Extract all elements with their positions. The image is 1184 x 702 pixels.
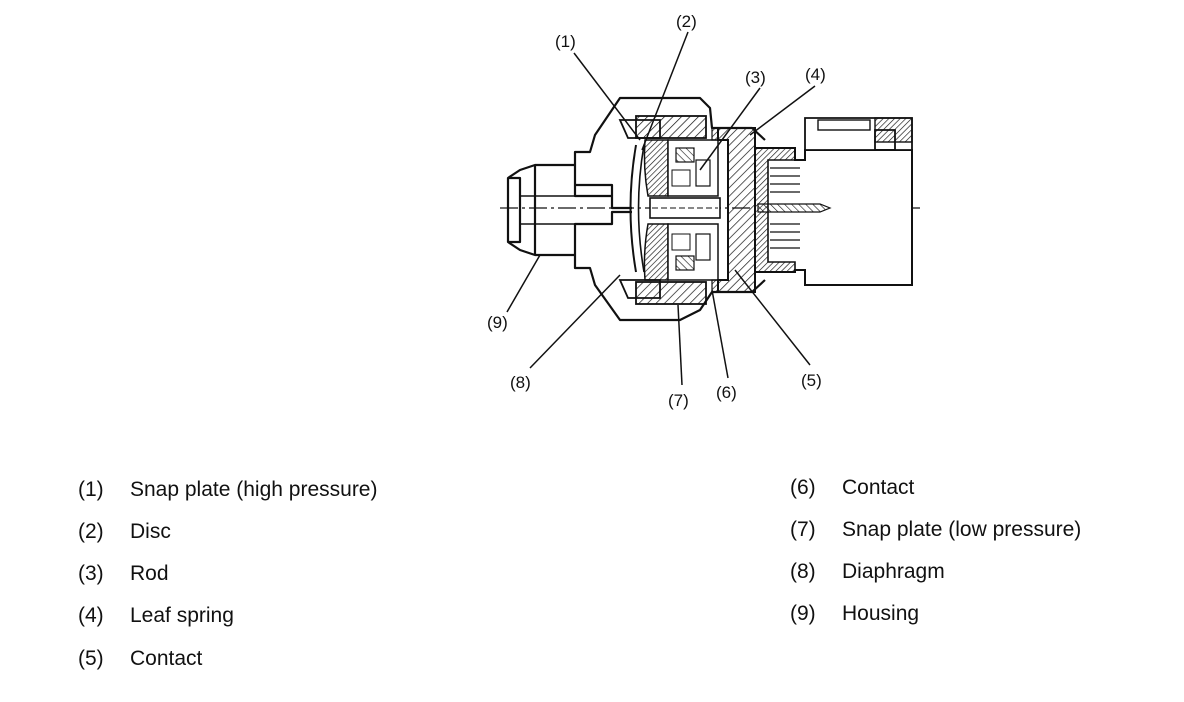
legend-label: Snap plate (high pressure) bbox=[130, 478, 378, 501]
legend-number: (8) bbox=[790, 560, 816, 583]
legend-item-3: (3) Rod bbox=[78, 562, 169, 586]
legend-number: (4) bbox=[78, 604, 104, 627]
legend-label: Contact bbox=[130, 647, 203, 670]
legend-number: (3) bbox=[78, 562, 104, 585]
legend-label: Disc bbox=[130, 520, 171, 543]
legend-item-7: (7) Snap plate (low pressure) bbox=[790, 518, 1081, 542]
legend-number: (1) bbox=[78, 478, 104, 501]
legend-number: (9) bbox=[790, 602, 816, 625]
legend-item-1: (1) Snap plate (high pressure) bbox=[78, 478, 377, 502]
callout-4: (4) bbox=[805, 65, 826, 84]
legend-item-8: (8) Diaphragm bbox=[790, 560, 945, 584]
rod bbox=[649, 197, 721, 219]
callout-2: (2) bbox=[676, 12, 697, 31]
callout-7: (7) bbox=[668, 391, 689, 410]
legend-number: (6) bbox=[790, 476, 816, 499]
legend-number: (5) bbox=[78, 647, 104, 670]
legend-item-4: (4) Leaf spring bbox=[78, 604, 234, 628]
leader-lines bbox=[506, 31, 816, 386]
legend-label: Snap plate (low pressure) bbox=[842, 518, 1082, 541]
callout-9: (9) bbox=[487, 313, 508, 332]
callout-5: (5) bbox=[801, 371, 822, 390]
legend-item-6: (6) Contact bbox=[790, 476, 914, 500]
inner-assembly bbox=[643, 139, 719, 281]
callout-1: (1) bbox=[555, 32, 576, 51]
legend-label: Rod bbox=[130, 562, 169, 585]
callout-6: (6) bbox=[716, 383, 737, 402]
connector-body bbox=[754, 117, 913, 286]
legend-label: Diaphragm bbox=[842, 560, 945, 583]
callout-3: (3) bbox=[745, 68, 766, 87]
legend-item-5: (5) Contact bbox=[78, 647, 202, 671]
legend-item-2: (2) Disc bbox=[78, 520, 171, 544]
pressure-switch-cross-section: (1) (2) (3) (4) (5) (6) (7) (8) (9) bbox=[487, 12, 920, 410]
legend-number: (2) bbox=[78, 520, 104, 543]
legend-label: Housing bbox=[842, 602, 920, 625]
legend-label: Leaf spring bbox=[130, 604, 234, 627]
callout-8: (8) bbox=[510, 373, 531, 392]
legend-label: Contact bbox=[842, 476, 915, 499]
legend-item-9: (9) Housing bbox=[790, 602, 919, 626]
legend-number: (7) bbox=[790, 518, 816, 541]
